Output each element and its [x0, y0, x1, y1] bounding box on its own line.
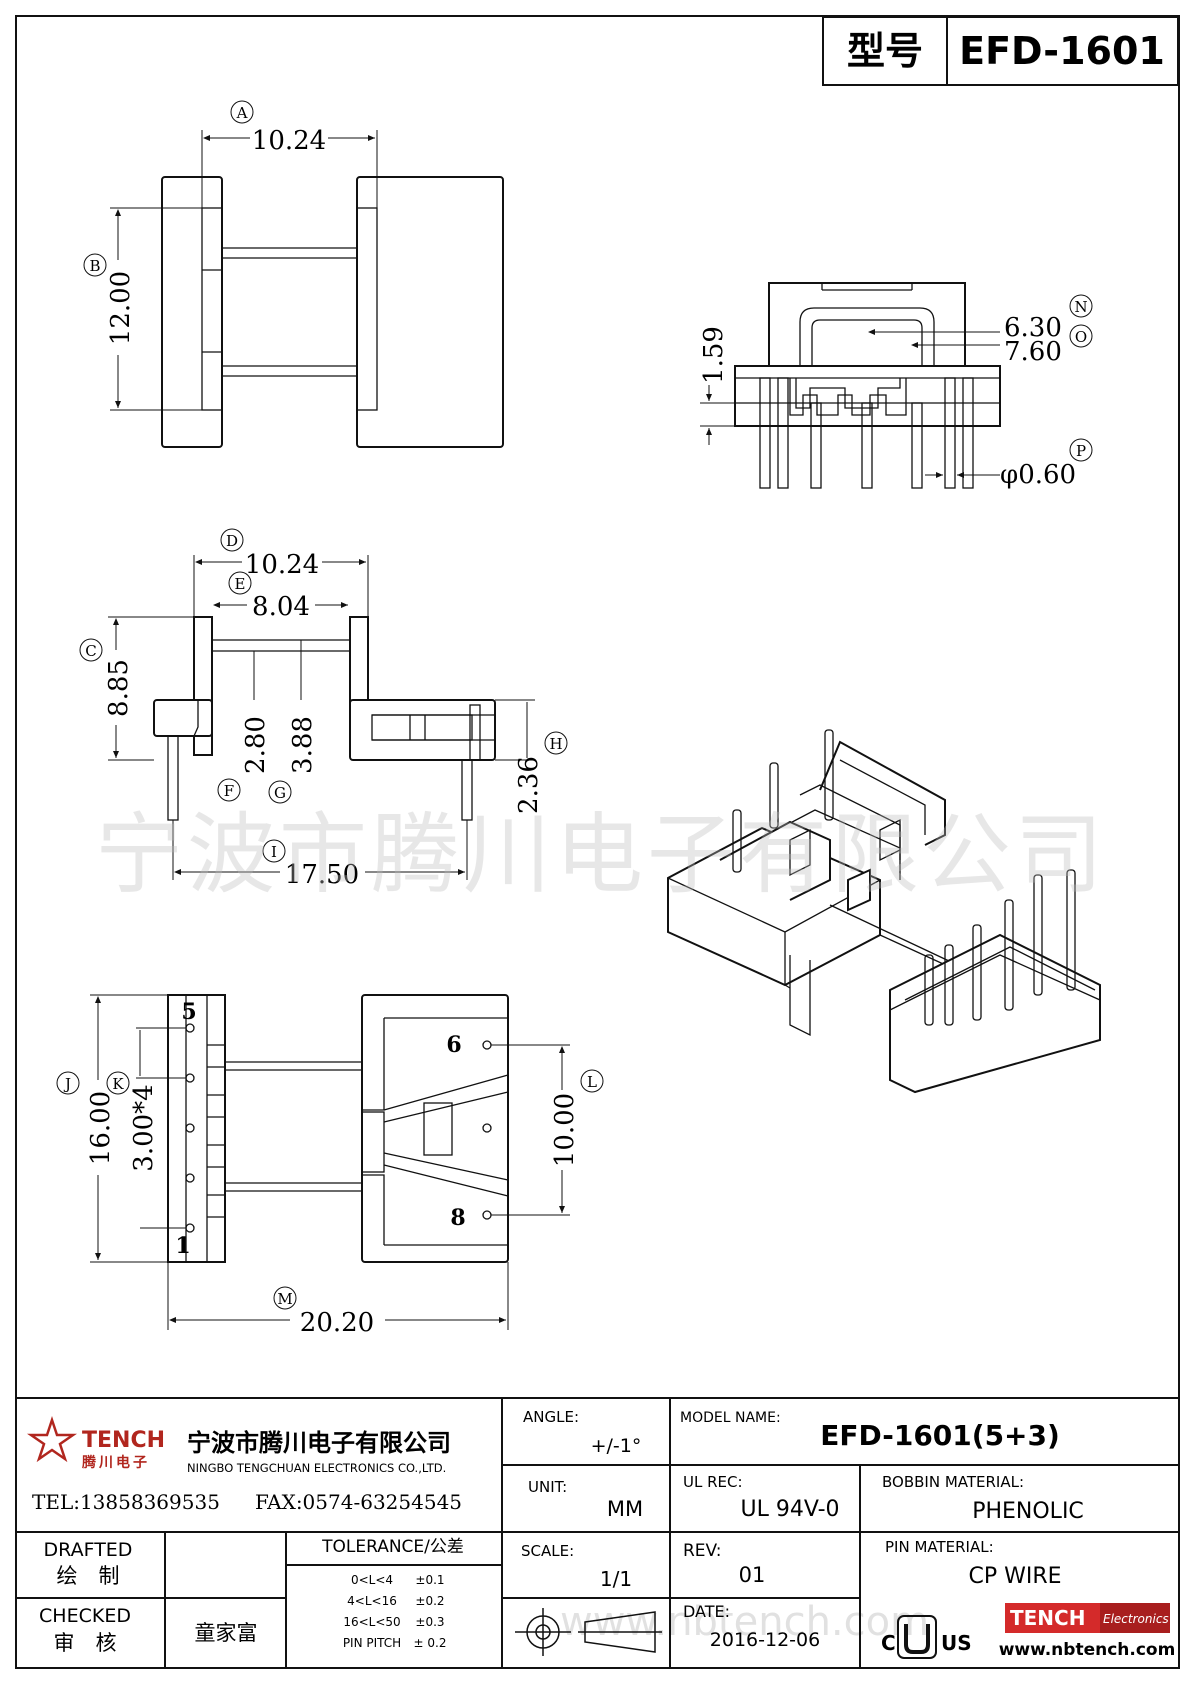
tolerance-range: 4<L<16 [347, 1594, 397, 1608]
model-value: EFD-1601(5+3) [820, 1419, 1060, 1452]
date-label: DATE: [683, 1602, 730, 1621]
tench-badge: TENCH Electronics [1005, 1603, 1170, 1633]
pin-material-label: PIN MATERIAL: [885, 1538, 994, 1556]
ul-label: UL REC: [683, 1473, 743, 1491]
model-box: 型号 EFD-1601 [822, 16, 1179, 86]
badge-brand: TENCH [1010, 1606, 1085, 1630]
unit-label: UNIT: [528, 1478, 567, 1496]
drafted-en: DRAFTED [44, 1539, 133, 1561]
dim-g-value: 3.88 [288, 716, 318, 774]
pin-8-label: 8 [450, 1205, 465, 1231]
dim-p-tag: P [1076, 442, 1086, 460]
isometric-view [667, 729, 1101, 1094]
pin-1-label: 1 [175, 1233, 190, 1259]
watermark-site: www.nbtench.com [560, 1599, 929, 1645]
checked-en: CHECKED [39, 1605, 131, 1627]
drafted-cn: 绘 制 [57, 1564, 120, 1588]
dim-h-value: 2.36 [514, 756, 544, 814]
bottom-view: 5 1 6 8 16.00 J 3.00*4 K 10.00 L 20.20 [56, 994, 604, 1338]
badge-sub: Electronics [1103, 1612, 1169, 1626]
dim-p-value: φ0.60 [1000, 460, 1076, 490]
dim-m-value: 20.20 [300, 1308, 374, 1338]
side-view: 6.30 7.60 N O 1.59 φ0.60 P [699, 282, 1093, 490]
dim-e-tag: E [235, 575, 246, 593]
model-label: MODEL NAME: [680, 1410, 781, 1426]
ul-value: UL 94V-0 [740, 1497, 839, 1522]
dim-f-value: 2.80 [241, 716, 271, 774]
ul-mark: C US [881, 1615, 972, 1659]
sheet-border [15, 15, 1180, 1669]
pin-material-value: CP WIRE [968, 1564, 1061, 1589]
angle-label: ANGLE: [523, 1408, 579, 1426]
fax: FAX:0574-63254545 [255, 1490, 462, 1514]
title-block: TENCH 腾川电子 宁波市腾川电子有限公司 NINGBO TENGCHUAN … [16, 1397, 1179, 1668]
dim-d-value: 10.24 [245, 550, 319, 580]
tolerance-value: ±0.2 [415, 1594, 444, 1608]
dim-i-value: 17.50 [285, 860, 359, 890]
dim-a-tag: A [236, 104, 248, 122]
model-box-label: 型号 [847, 29, 923, 73]
dim-c-tag: C [85, 642, 96, 660]
dim-g-tag: G [274, 784, 286, 802]
pin-5-label: 5 [181, 999, 196, 1025]
angle-value: +/-1° [591, 1435, 642, 1457]
dim-d-tag: D [226, 532, 238, 550]
scale-value: 1/1 [600, 1567, 632, 1591]
dim-i-tag: I [271, 843, 277, 861]
front-view: 10.24 D 8.04 E 8.85 C 2.80 3.88 F G 2.36… [79, 528, 568, 890]
tolerance-value: ±0.1 [415, 1573, 444, 1587]
dim-n-value: 6.30 [1004, 313, 1062, 343]
dim-k-tag: K [112, 1075, 124, 1093]
tolerance-table: 0<L<4 ±0.1 4<L<16 ±0.2 16<L<50 ±0.3 PIN … [343, 1573, 447, 1650]
ul-mark-us: US [941, 1631, 972, 1655]
dim-b-tag: B [89, 257, 100, 275]
dim-j-value: 16.00 [86, 1091, 116, 1165]
logo-cn: 腾川电子 [82, 1454, 150, 1471]
company-cn: 宁波市腾川电子有限公司 [187, 1429, 451, 1457]
dim-c-value: 8.85 [104, 659, 134, 717]
tolerance-value: ±0.3 [415, 1615, 444, 1629]
dim-o-value: 7.60 [1004, 337, 1062, 367]
tolerance-range: 0<L<4 [351, 1573, 393, 1587]
dim-l-tag: L [587, 1073, 597, 1091]
bobbin-label: BOBBIN MATERIAL: [882, 1473, 1024, 1491]
tolerance-value: ± 0.2 [414, 1636, 447, 1650]
checked-cn: 审 核 [54, 1631, 117, 1655]
tolerance-range: 16<L<50 [343, 1615, 400, 1629]
dim-j-tag: J [63, 1075, 71, 1093]
logo-brand: TENCH [82, 1428, 165, 1453]
dim-side-h-value: 1.59 [699, 326, 729, 384]
dim-b-value: 12.00 [106, 271, 136, 345]
projection-symbol [515, 1608, 662, 1656]
watermark-text: 宁波市腾川电子有限公司 [95, 803, 1107, 906]
dim-a-value: 10.24 [252, 126, 326, 156]
dim-l-value: 10.00 [550, 1093, 580, 1167]
company-en: NINGBO TENGCHUAN ELECTRONICS CO.,LTD. [187, 1461, 446, 1475]
tel: TEL:13858369535 [32, 1490, 220, 1514]
pin-6-label: 6 [446, 1032, 461, 1058]
model-box-value: EFD-1601 [959, 29, 1165, 73]
dim-o-tag: O [1075, 328, 1087, 346]
tench-logo: TENCH 腾川电子 [26, 1416, 165, 1471]
dim-h-tag: H [549, 735, 562, 753]
scale-label: SCALE: [521, 1542, 574, 1560]
ul-mark-c: C [881, 1631, 896, 1655]
unit-value: MM [607, 1497, 643, 1521]
dim-n-tag: N [1074, 298, 1087, 316]
rev-value: 01 [739, 1563, 766, 1587]
dim-k-value: 3.00*4 [129, 1084, 159, 1171]
checker-name: 童家富 [195, 1621, 258, 1645]
tolerance-label: TOLERANCE/公差 [321, 1537, 464, 1557]
website: www.nbtench.com [999, 1640, 1176, 1660]
tolerance-range: PIN PITCH [343, 1636, 401, 1650]
dim-m-tag: M [277, 1290, 292, 1308]
dim-e-value: 8.04 [252, 592, 310, 622]
bobbin-value: PHENOLIC [972, 1499, 1084, 1524]
date-value: 2016-12-06 [710, 1629, 820, 1651]
dim-f-tag: F [224, 782, 234, 800]
rev-label: REV: [683, 1541, 722, 1561]
top-view: 10.24 A 12.00 B [83, 100, 504, 448]
